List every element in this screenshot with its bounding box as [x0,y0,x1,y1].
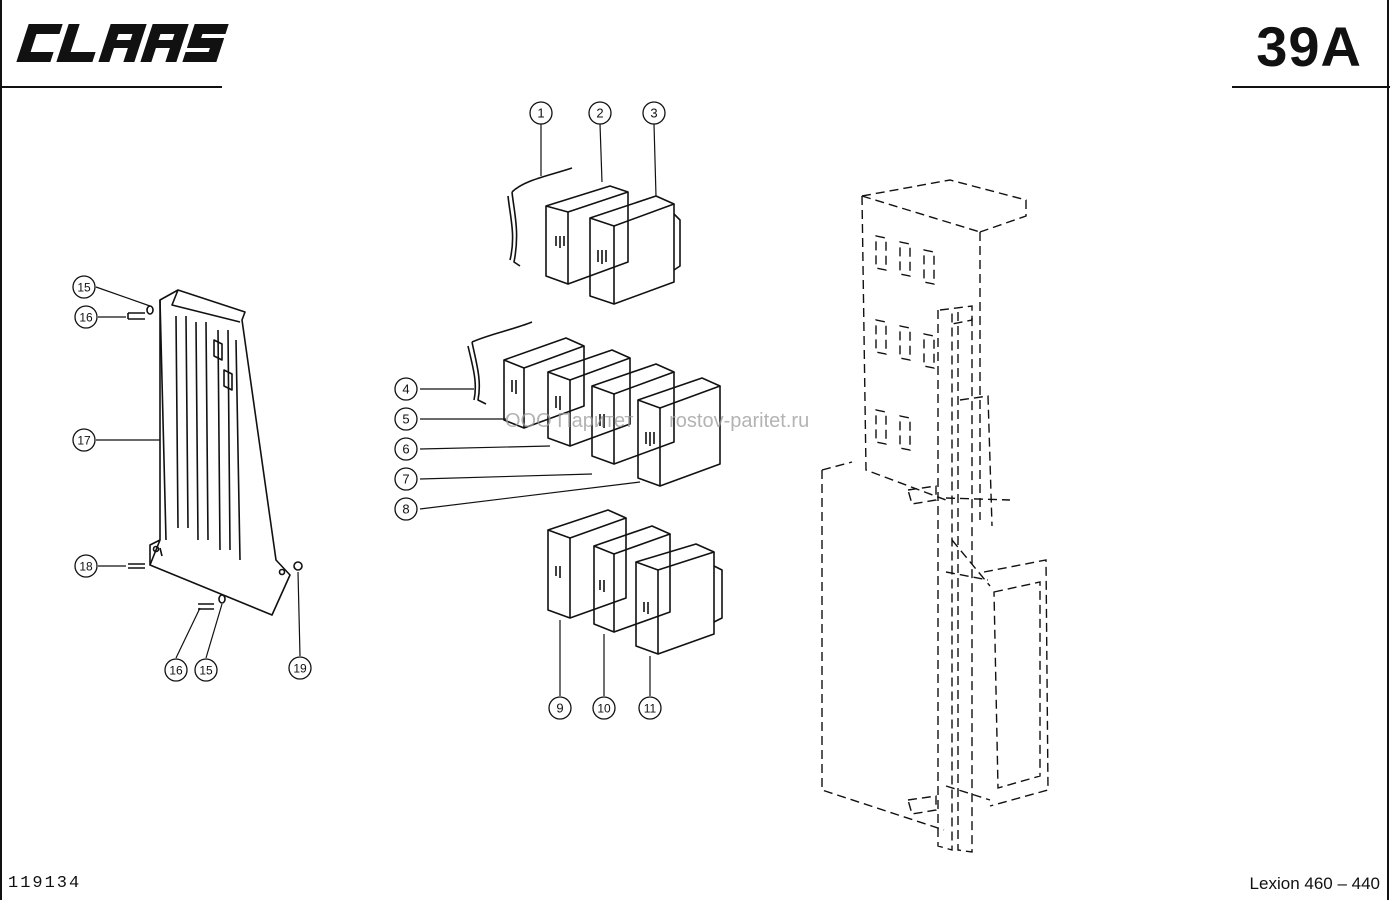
callout-circle [394,377,418,401]
callout-number: 18 [79,560,93,574]
module-box-8 [637,377,721,487]
callout-7: 7 [394,467,418,491]
callout-circle [548,696,572,720]
callout-number: 16 [169,664,183,678]
module-box-10 [593,525,671,633]
callout-number: 2 [596,106,603,121]
callout-2: 2 [588,101,612,125]
callout-circle [394,497,418,521]
callout-number: 8 [402,502,409,517]
callout-circle [288,656,312,680]
module-box-11 [635,543,723,655]
callout-circle [74,554,98,578]
model-label: Lexion 460 – 440 [1249,874,1380,893]
callout-circle [194,658,218,682]
callout-10: 10 [592,696,616,720]
callout-8: 8 [394,497,418,521]
callout-circle [164,658,188,682]
callout-circle [642,101,666,125]
callout-number: 19 [293,662,307,676]
left-border [0,0,2,900]
callout-number: 1 [537,106,544,121]
callout-circle [72,275,96,299]
mounting-bracket [149,289,291,616]
callout-circle [529,101,553,125]
callout-6: 6 [394,437,418,461]
right-border [1387,0,1389,900]
claas-logo [16,24,229,62]
callout-number: 4 [402,382,409,397]
callout-17: 17 [72,428,96,452]
callout-circle [394,437,418,461]
callout-15: 15 [194,658,218,682]
callout-15: 15 [72,275,96,299]
cable-harness-1 [507,167,573,267]
callout-circle [588,101,612,125]
watermark-company: ООО Паритет [505,410,634,432]
callout-9: 9 [548,696,572,720]
callout-number: 6 [402,442,409,457]
module-box-2 [545,185,629,285]
callout-4: 4 [394,377,418,401]
cable-harness-4 [467,321,533,405]
module-box-9 [547,509,627,619]
callout-16: 16 [164,658,188,682]
module-box-7 [591,363,675,465]
callout-number: 17 [77,434,91,448]
callout-11: 11 [638,696,662,720]
header-divider-right [1232,86,1390,88]
page-code: 39A [1256,15,1362,78]
callout-circle [638,696,662,720]
callout-number: 3 [650,106,657,121]
callout-number: 11 [644,702,657,716]
watermark-website: rostov-paritet.ru [669,410,810,432]
leader-lines [95,123,657,696]
callout-19: 19 [288,656,312,680]
cab-frame-outline [821,179,1049,853]
module-box-3 [589,195,681,305]
module-box-5 [503,337,585,429]
callout-18: 18 [74,554,98,578]
drawing-number: 119134 [8,874,82,893]
callout-number: 15 [77,281,91,295]
callout-16: 16 [74,305,98,329]
callout-3: 3 [642,101,666,125]
callout-number: 10 [597,702,611,716]
callout-circle [394,467,418,491]
callout-circle [592,696,616,720]
callout-number: 15 [199,664,213,678]
fasteners-left [127,305,303,610]
header-divider [0,86,222,88]
callout-number: 7 [402,472,409,487]
callout-bubbles: 1 2 3 4 5 6 7 8 9 10 11 15 16 17 18 16 15 19 [72,101,666,720]
module-box-6 [547,349,631,447]
callout-circle [394,407,418,431]
callout-number: 9 [556,701,563,716]
callout-5: 5 [394,407,418,431]
callout-1: 1 [529,101,553,125]
callout-circle [74,305,98,329]
callout-number: 5 [402,412,409,427]
callout-number: 16 [79,311,93,325]
watermark: ООО Паритет rostov-paritet.ru [505,410,809,433]
callout-circle [72,428,96,452]
